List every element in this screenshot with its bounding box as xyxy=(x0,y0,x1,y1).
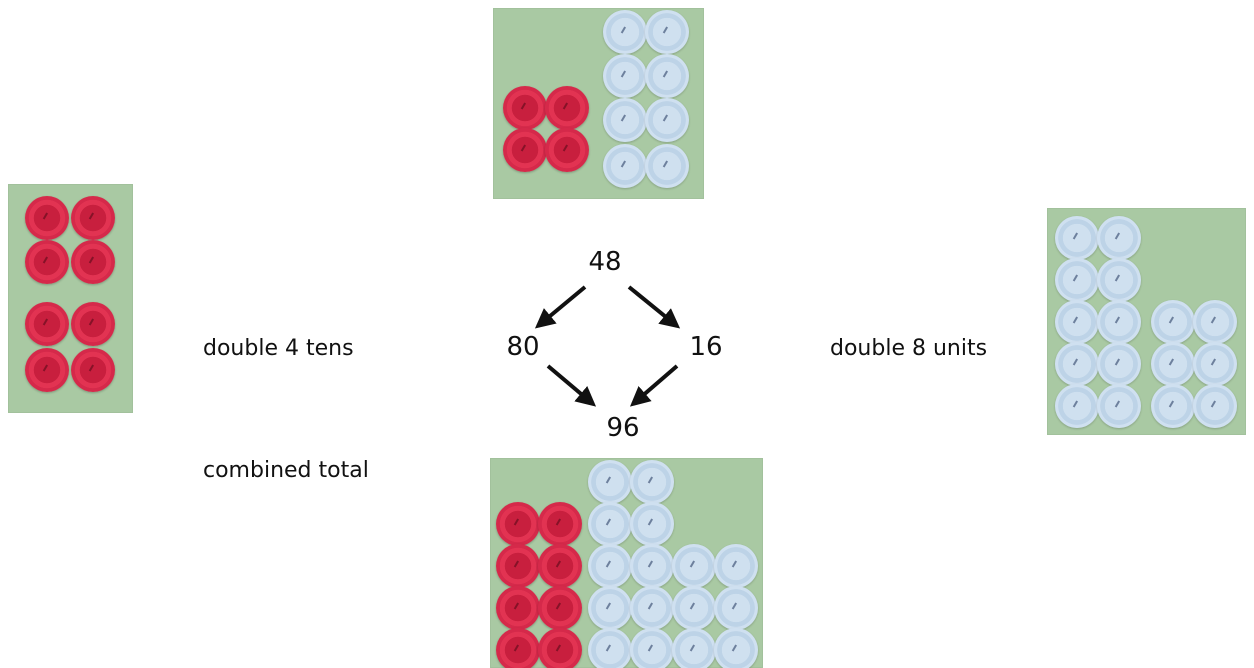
blue-unit-button xyxy=(645,54,689,98)
red-ten-button xyxy=(25,348,69,392)
blue-unit-button xyxy=(588,460,632,504)
blue-unit-button xyxy=(630,502,674,546)
red-ten-button xyxy=(496,544,540,588)
blue-unit-button xyxy=(1097,384,1141,428)
blue-unit-button xyxy=(603,54,647,98)
blue-unit-button xyxy=(630,586,674,630)
photo-96-buttons xyxy=(490,458,763,668)
blue-unit-button xyxy=(672,586,716,630)
red-ten-button xyxy=(71,196,115,240)
blue-unit-button xyxy=(645,10,689,54)
number-48: 48 xyxy=(588,247,622,277)
number-80: 80 xyxy=(506,332,540,362)
red-ten-button xyxy=(538,502,582,546)
blue-unit-button xyxy=(630,544,674,588)
red-ten-button xyxy=(545,128,589,172)
number-16: 16 xyxy=(689,332,723,362)
blue-unit-button xyxy=(630,460,674,504)
red-ten-button xyxy=(496,586,540,630)
red-ten-button xyxy=(25,196,69,240)
blue-unit-button xyxy=(1151,300,1195,344)
blue-unit-button xyxy=(603,144,647,188)
blue-unit-button xyxy=(672,628,716,668)
blue-unit-button xyxy=(588,544,632,588)
caption-combined-total: combined total xyxy=(203,458,369,483)
photo-16-buttons xyxy=(1047,208,1246,435)
blue-unit-button xyxy=(714,544,758,588)
blue-unit-button xyxy=(1055,258,1099,302)
arrow-48-to-80 xyxy=(534,285,587,329)
red-ten-button xyxy=(538,544,582,588)
blue-unit-button xyxy=(603,98,647,142)
red-ten-button xyxy=(496,628,540,668)
blue-unit-button xyxy=(588,628,632,668)
blue-unit-button xyxy=(603,10,647,54)
blue-unit-button xyxy=(588,586,632,630)
blue-unit-button xyxy=(588,502,632,546)
blue-unit-button xyxy=(1097,258,1141,302)
red-ten-button xyxy=(71,348,115,392)
blue-unit-button xyxy=(672,544,716,588)
blue-unit-button xyxy=(1055,300,1099,344)
blue-unit-button xyxy=(714,586,758,630)
blue-unit-button xyxy=(1055,384,1099,428)
blue-unit-button xyxy=(1151,384,1195,428)
red-ten-button xyxy=(496,502,540,546)
blue-unit-button xyxy=(1151,342,1195,386)
number-96: 96 xyxy=(606,413,640,443)
blue-unit-button xyxy=(1055,216,1099,260)
blue-unit-button xyxy=(1097,216,1141,260)
red-ten-button xyxy=(71,240,115,284)
arrow-16-to-96 xyxy=(629,364,679,407)
red-ten-button xyxy=(25,240,69,284)
arrow-80-to-96 xyxy=(546,364,597,407)
blue-unit-button xyxy=(1193,384,1237,428)
blue-unit-button xyxy=(1055,342,1099,386)
photo-48-buttons xyxy=(493,8,704,199)
caption-double-tens: double 4 tens xyxy=(203,336,354,361)
caption-double-units: double 8 units xyxy=(830,336,988,361)
blue-unit-button xyxy=(714,628,758,668)
red-ten-button xyxy=(71,302,115,346)
photo-80-buttons xyxy=(8,184,133,413)
blue-unit-button xyxy=(1193,300,1237,344)
blue-unit-button xyxy=(1097,300,1141,344)
red-ten-button xyxy=(503,128,547,172)
red-ten-button xyxy=(538,586,582,630)
blue-unit-button xyxy=(645,144,689,188)
red-ten-button xyxy=(545,86,589,130)
arrow-48-to-16 xyxy=(627,285,681,329)
blue-unit-button xyxy=(1097,342,1141,386)
red-ten-button xyxy=(538,628,582,668)
blue-unit-button xyxy=(1193,342,1237,386)
red-ten-button xyxy=(503,86,547,130)
blue-unit-button xyxy=(630,628,674,668)
blue-unit-button xyxy=(645,98,689,142)
red-ten-button xyxy=(25,302,69,346)
